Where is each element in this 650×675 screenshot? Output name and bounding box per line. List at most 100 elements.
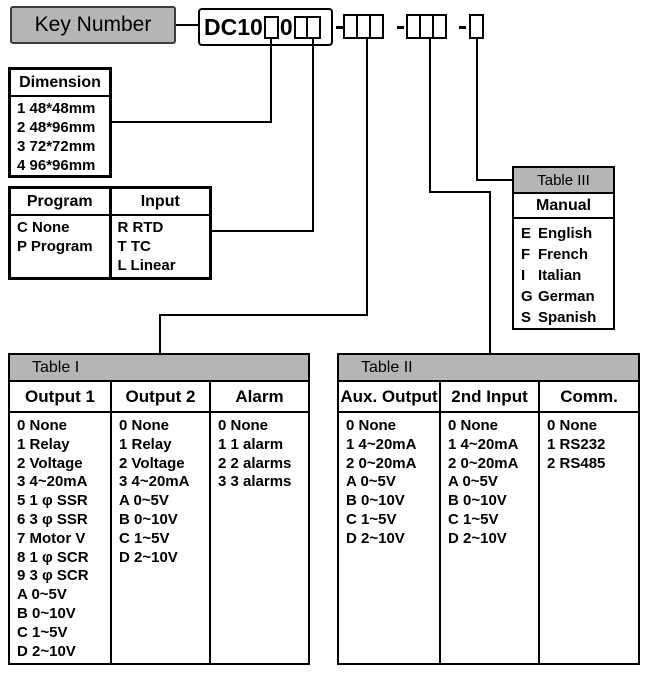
- table1-output1-item: D 2~10V: [17, 642, 76, 660]
- connector-table2-v1: [429, 39, 431, 193]
- table3-title-bar: Table III: [514, 168, 613, 195]
- input-item: L Linear: [117, 257, 176, 274]
- connector-table2-v2: [489, 193, 491, 353]
- table1-column-headers: Output 1 Output 2 Alarm: [10, 382, 308, 413]
- table1-header-output2: Output 2: [112, 382, 211, 411]
- code-cell-dimension: [263, 15, 279, 39]
- table1-title: Table I: [32, 358, 80, 376]
- table2-2nd-input-item: A 0~5V: [448, 473, 498, 491]
- item-label: Italian: [538, 267, 582, 284]
- table1-output1-item: B 0~10V: [17, 604, 76, 622]
- code-separator-dash: [397, 26, 404, 29]
- program-item: P Program: [17, 238, 93, 255]
- dimension-item: 1 48*48mm: [17, 100, 96, 117]
- key-number-label: Key Number: [34, 13, 152, 36]
- code-separator-dash: [336, 26, 343, 29]
- connector-program-input-v: [312, 38, 314, 232]
- table1-output2-item: 0 None: [119, 417, 170, 434]
- table2-aux-output-item: C 1~5V: [346, 510, 397, 528]
- input-item: R RTD: [117, 219, 164, 236]
- table3-title: Table III: [537, 171, 590, 189]
- table1-output1-item: 6 3 φ SSR: [17, 510, 88, 528]
- table1-output1-item: 3 4~20mA: [17, 473, 88, 491]
- table2-comm-item: 1 RS232: [547, 435, 606, 453]
- table2: Table II Aux. Output 2nd Input Comm. 0 N…: [337, 353, 640, 665]
- table3-language-item: G German: [521, 286, 613, 307]
- table1-output2-item: B 0~10V: [119, 510, 178, 528]
- dimension-items: 1 48*48mm 2 48*96mm 3 72*72mm 4 96*96mm: [11, 97, 109, 175]
- table1-output1-item: 9 3 φ SCR: [17, 567, 89, 585]
- dimension-item: 2 48*96mm: [17, 119, 96, 136]
- code-cell-comm: [432, 14, 447, 39]
- table1-header-output1: Output 1: [10, 382, 112, 411]
- model-code-box: DC10 0: [198, 8, 333, 46]
- connector-table1-v2: [159, 316, 161, 353]
- connector-program-input-h: [212, 230, 314, 232]
- table1-alarm-item: 1 1 alarm: [218, 435, 284, 453]
- item-code: F: [521, 246, 531, 263]
- item-label: German: [538, 288, 595, 305]
- connector-table2-h: [429, 191, 491, 193]
- table2-aux-output-item: D 2~10V: [346, 529, 405, 547]
- table3-language-item: E English: [521, 223, 613, 244]
- table2-header-aux-output: Aux. Output: [339, 382, 441, 411]
- table1-output2-item: C 1~5V: [119, 529, 170, 547]
- key-number-box: Key Number: [10, 6, 176, 44]
- table1-output1-item: C 1~5V: [17, 623, 68, 641]
- code-group-table3: [469, 14, 484, 39]
- table1-alarm-item: 0 None: [218, 417, 269, 434]
- table1-output1-item: 7 Motor V: [17, 529, 86, 547]
- table2-header-comm: Comm.: [560, 386, 618, 406]
- table2-aux-output-item: A 0~5V: [346, 473, 396, 491]
- table1-output1-item: 0 None: [17, 417, 68, 434]
- program-item: C None: [17, 219, 70, 236]
- connector-table3-h: [476, 179, 512, 181]
- code-cell-alarm: [369, 14, 384, 39]
- table1-alarm-item: 2 2 alarms: [218, 454, 292, 472]
- table3-language-item: I Italian: [521, 265, 613, 286]
- table2-2nd-input-item: C 1~5V: [448, 510, 499, 528]
- item-label: English: [538, 225, 593, 242]
- code-prefix: DC10: [204, 13, 263, 40]
- dimension-item: 3 72*72mm: [17, 138, 96, 155]
- item-code: S: [521, 309, 532, 326]
- table2-aux-output-item: 2 0~20mA: [346, 454, 417, 472]
- code-cell-input: [305, 15, 321, 39]
- dimension-header: Dimension: [11, 70, 109, 97]
- connector-key-to-code: [176, 24, 198, 26]
- item-code: I: [521, 267, 526, 284]
- connector-table1-h: [159, 314, 368, 316]
- table1-output1-item: 5 1 φ SSR: [17, 492, 88, 510]
- table1-title-bar: Table I: [10, 355, 308, 382]
- table1-alarm-item: 3 3 alarms: [218, 473, 292, 491]
- table2-2nd-input-item: 2 0~20mA: [448, 454, 519, 472]
- item-code: E: [521, 225, 532, 242]
- table1-output1-item: 1 Relay: [17, 435, 70, 453]
- item-label: French: [538, 246, 589, 263]
- input-item: T TC: [117, 238, 151, 255]
- table1-output2-item: A 0~5V: [119, 492, 169, 510]
- table1-output2-item: 3 4~20mA: [119, 473, 190, 491]
- table1-output1-item: 2 Voltage: [17, 454, 83, 472]
- connector-dimension-h: [112, 121, 272, 123]
- code-separator-dash: [459, 26, 466, 29]
- table2-comm-item: 0 None: [547, 417, 598, 434]
- table2-comm-item: 2 RS485: [547, 454, 606, 472]
- dimension-table: Dimension 1 48*48mm 2 48*96mm 3 72*72mm 4 9…: [8, 67, 112, 178]
- table1-header-alarm: Alarm: [235, 386, 284, 406]
- table1-output1-item: 8 1 φ SCR: [17, 548, 89, 566]
- code-group-table2: [406, 14, 447, 39]
- code-fixed-digit: 0: [279, 13, 293, 40]
- connector-table1-v1: [366, 39, 368, 316]
- item-code: G: [521, 288, 533, 305]
- table2-header-2nd-input: 2nd Input: [441, 382, 540, 411]
- table2-aux-output-item: 1 4~20mA: [346, 435, 417, 453]
- dimension-item: 4 96*96mm: [17, 157, 96, 174]
- table1-output2-item: 2 Voltage: [119, 454, 185, 472]
- table2-2nd-input-item: D 2~10V: [448, 529, 507, 547]
- table1-output2-item: D 2~10V: [119, 548, 178, 566]
